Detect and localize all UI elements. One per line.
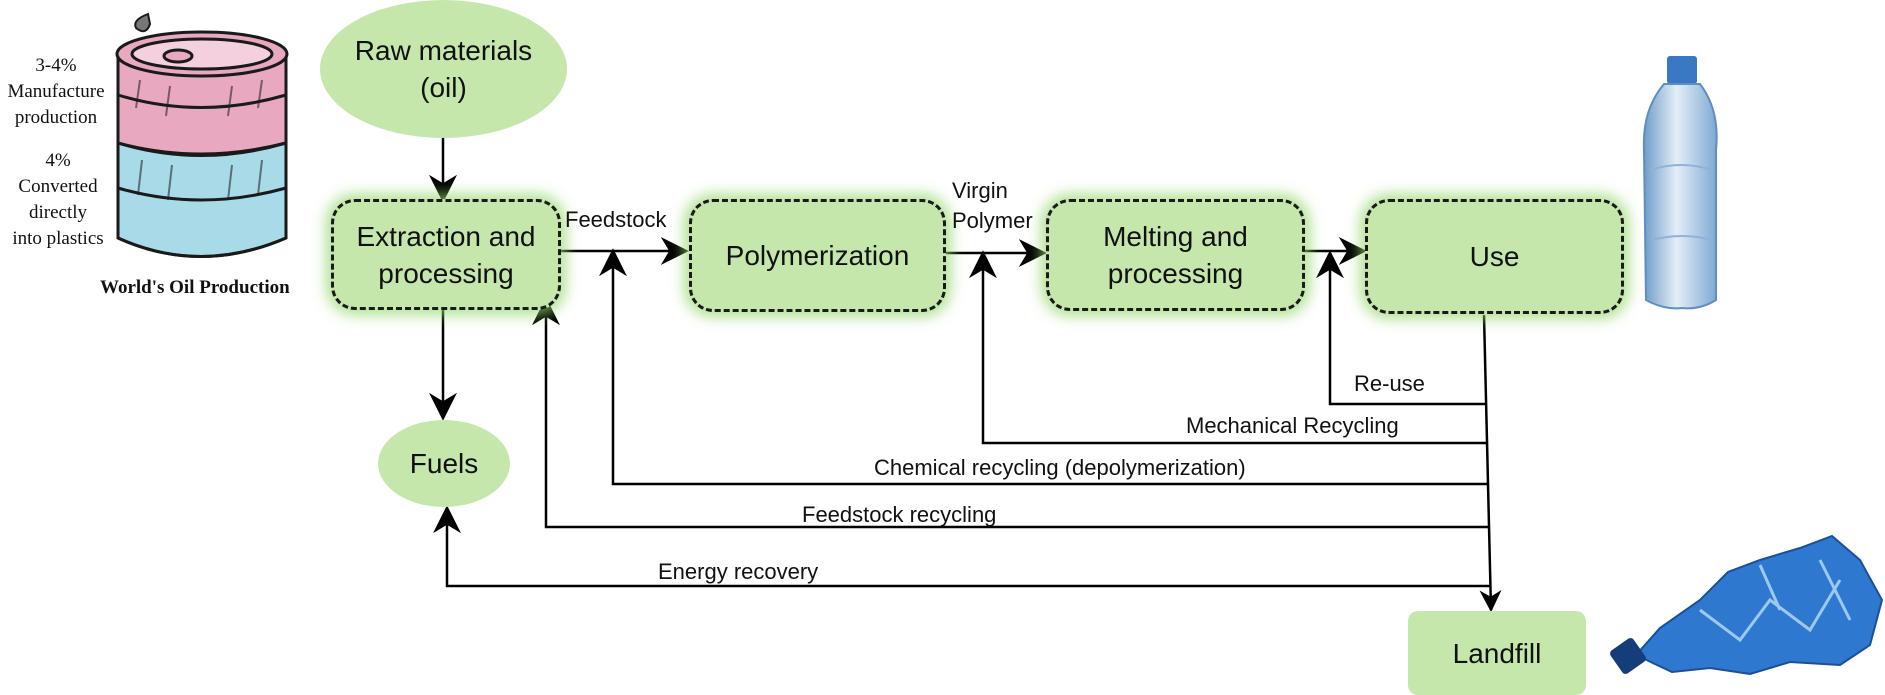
barrel-lower-share: 4% Converted directly into plastics <box>12 150 104 249</box>
barrel-upper-share: 3-4% Manufacture production <box>7 55 105 128</box>
arrow-feedstock-recycling <box>532 297 1489 529</box>
label-feedstock-recycling: Feedstock recycling <box>802 502 997 527</box>
node-polymerization: Polymerization <box>689 199 946 312</box>
label-virgin-polymer: Virgin Polymer <box>952 178 1033 233</box>
label-reuse: Re-use <box>1354 371 1425 396</box>
arrow-energy-recovery <box>433 505 1490 588</box>
label-chemical-recycling: Chemical recycling (depolymerization) <box>874 455 1246 480</box>
node-fuels: Fuels <box>378 420 510 507</box>
barrel-caption: World's Oil Production <box>100 277 290 298</box>
label-energy-recovery: Energy recovery <box>658 559 819 584</box>
label-mechanical-recycling: Mechanical Recycling <box>1186 413 1399 438</box>
node-melting-processing: Melting and processing <box>1046 199 1305 311</box>
node-use: Use <box>1365 199 1624 314</box>
arrow-chemical-recycling <box>599 248 1488 486</box>
label-feedstock: Feedstock <box>565 207 667 232</box>
node-raw-materials: Raw materials (oil) <box>320 0 567 138</box>
node-extraction-processing: Extraction and processing <box>331 199 561 310</box>
arrow-mechanical-recycling <box>969 250 1487 445</box>
arrow-reuse <box>1316 250 1486 406</box>
arrow-use-to-landfill <box>1479 314 1502 613</box>
node-landfill: Landfill <box>1408 611 1586 695</box>
